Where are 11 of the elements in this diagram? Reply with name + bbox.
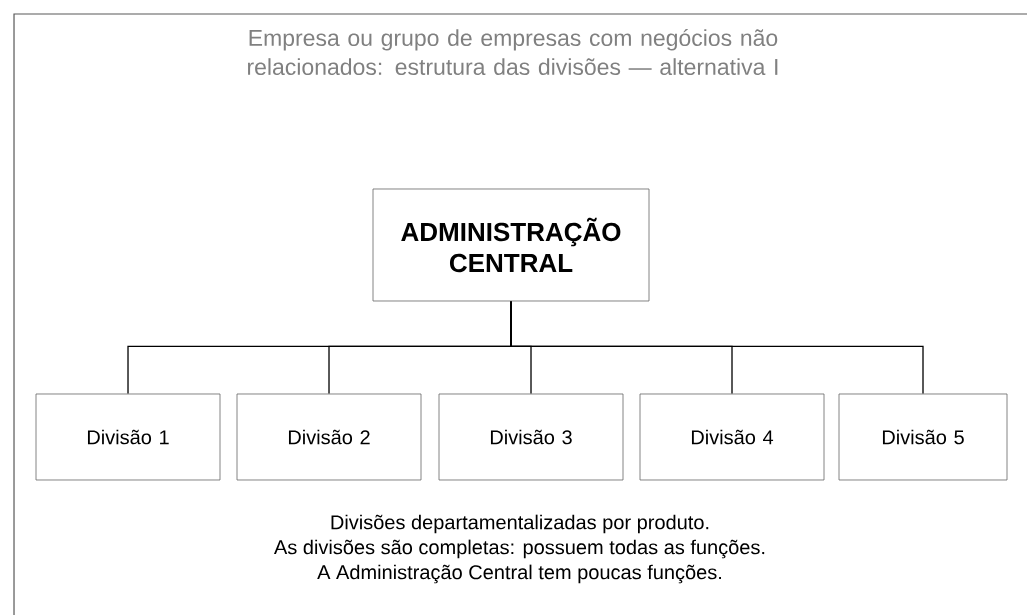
division-box: Divisão 2: [236, 393, 422, 481]
caption-line: A Administração Central tem poucas funções.: [317, 564, 721, 584]
division-box: Divisão 5: [838, 393, 1008, 481]
caption-line: As divisões são completas: possuem todas as funções.: [274, 539, 765, 559]
division-box: Divisão 1: [35, 393, 221, 481]
division-box: Divisão 4: [639, 393, 825, 481]
header-box: ADMINISTRAÇÃO CENTRAL: [372, 188, 650, 302]
caption-line: Divisões departamentalizadas por produto.: [331, 514, 709, 534]
division-box: Divisão 3: [438, 393, 624, 481]
connector-line: [510, 300, 924, 395]
title: Empresa ou grupo de empresas com negócios não relacionados: estrutura das divisões — alternativa I: [248, 28, 778, 76]
